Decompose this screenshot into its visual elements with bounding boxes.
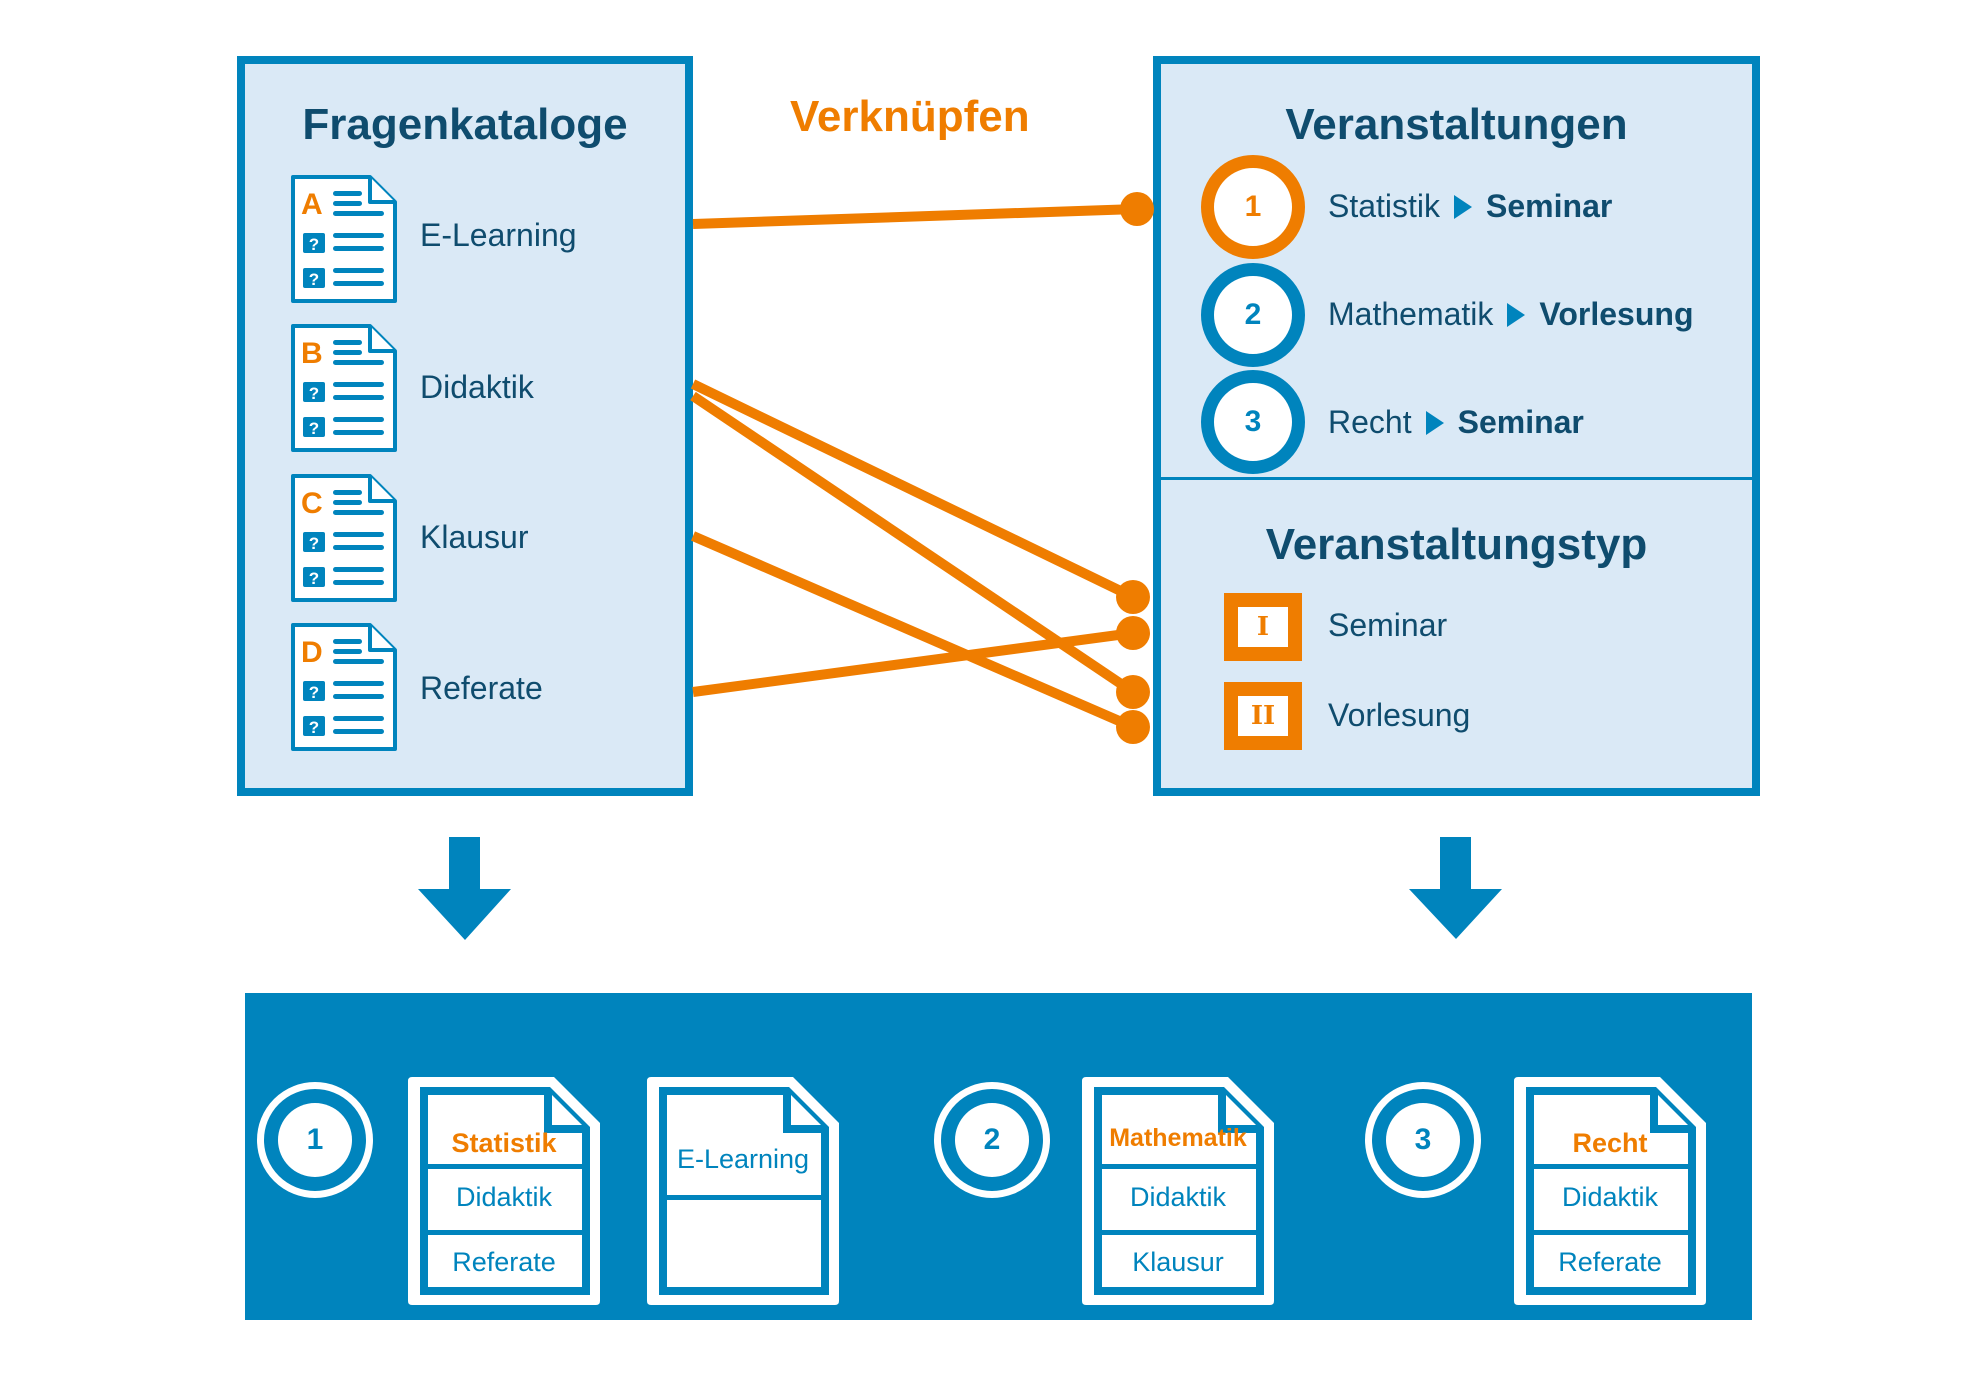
result-doc-row: Klausur [1132,1247,1224,1277]
link-line-e-learning-statistik [692,204,1138,229]
catalog-label-e-learning: E-Learning [420,217,577,253]
result-number: 1 [306,1123,324,1156]
event-number: 3 [1244,405,1262,438]
triangle-right-icon [1507,302,1526,327]
result-doc-header: Statistik [451,1128,557,1158]
roman-numeral: II [1250,701,1276,731]
result-number-badge: 3 [1365,1082,1481,1198]
result-number-badge: 2 [934,1082,1050,1198]
event-row: Recht Seminar [1328,404,1584,441]
link-endpoint-dot [1116,675,1150,709]
event-type-badge: II [1224,682,1302,750]
panel-divider [1160,477,1752,480]
event-number: 2 [1244,298,1262,331]
svg-text:?: ? [309,235,319,254]
link-endpoint-dot [1116,616,1150,650]
result-document: Mathematik Didaktik Klausur [1078,1073,1278,1309]
result-document: E-Learning [643,1073,843,1309]
catalogs-title: Fragenkataloge [302,100,628,149]
link-label: Verknüpfen [790,92,1030,141]
event-type: Seminar [1457,404,1584,440]
link-endpoint-dot [1116,580,1150,614]
svg-text:?: ? [309,534,319,553]
event-name: Mathematik [1328,296,1494,332]
result-number-badge: 1 [257,1082,373,1198]
result-number: 3 [1414,1123,1432,1156]
event-name: Recht [1328,404,1412,440]
result-doc-row: Didaktik [1561,1182,1659,1212]
link-line-didaktik-seminar [690,379,1136,602]
event-types-title: Veranstaltungstyp [1265,520,1648,569]
catalog-letter: B [301,337,323,370]
link-line-referate-seminar [692,628,1134,697]
result-doc-row: Didaktik [1129,1182,1227,1212]
result-doc-row: Referate [1558,1247,1662,1277]
link-endpoint-dot [1120,192,1154,226]
event-type: Seminar [1486,188,1613,224]
arrow-down-icon [418,837,511,940]
event-type-badge: I [1224,593,1302,661]
catalog-label-klausur: Klausur [420,519,529,555]
event-type: Vorlesung [1539,296,1694,332]
catalog-document-icon: A ? ? [291,175,397,303]
result-doc-row: Referate [452,1247,556,1277]
svg-text:?: ? [309,270,319,289]
event-type-label: Vorlesung [1328,697,1471,733]
catalog-document-icon: C ? ? [291,474,397,602]
catalog-label-didaktik: Didaktik [420,369,534,405]
catalog-letter: C [301,487,323,520]
result-number: 2 [983,1123,1001,1156]
svg-text:?: ? [309,718,319,737]
result-doc-header: Mathematik [1109,1124,1247,1152]
catalog-document-icon: D ? ? [291,623,397,751]
link-line-klausur-vorlesung [691,531,1135,732]
svg-text:?: ? [309,384,319,403]
catalog-document-icon: B ? ? [291,324,397,452]
triangle-right-icon [1454,194,1473,219]
catalog-letter: D [301,636,323,669]
event-row: Statistik Seminar [1328,188,1612,225]
result-doc-row: Didaktik [455,1182,553,1212]
svg-text:?: ? [309,683,319,702]
result-document: Statistik Didaktik Referate [404,1073,604,1309]
catalog-label-referate: Referate [420,670,543,706]
event-row: Mathematik Vorlesung [1328,296,1693,333]
event-name: Statistik [1328,188,1441,224]
event-number: 1 [1244,190,1262,223]
catalog-letter: A [301,188,323,221]
roman-numeral: I [1256,612,1270,642]
events-title: Veranstaltungen [1285,100,1628,149]
arrow-down-icon [1409,837,1502,939]
result-doc-header: Recht [1572,1128,1648,1158]
event-number-badge: 2 [1201,263,1305,367]
link-endpoint-dot [1116,710,1150,744]
link-line-didaktik-vorlesung [690,391,1136,697]
result-doc-row: E-Learning [676,1144,810,1174]
triangle-right-icon [1425,410,1444,435]
event-number-badge: 3 [1201,370,1305,474]
event-type-label: Seminar [1328,607,1448,643]
svg-text:?: ? [309,569,319,588]
svg-text:?: ? [309,419,319,438]
result-document: Recht Didaktik Referate [1510,1073,1710,1309]
